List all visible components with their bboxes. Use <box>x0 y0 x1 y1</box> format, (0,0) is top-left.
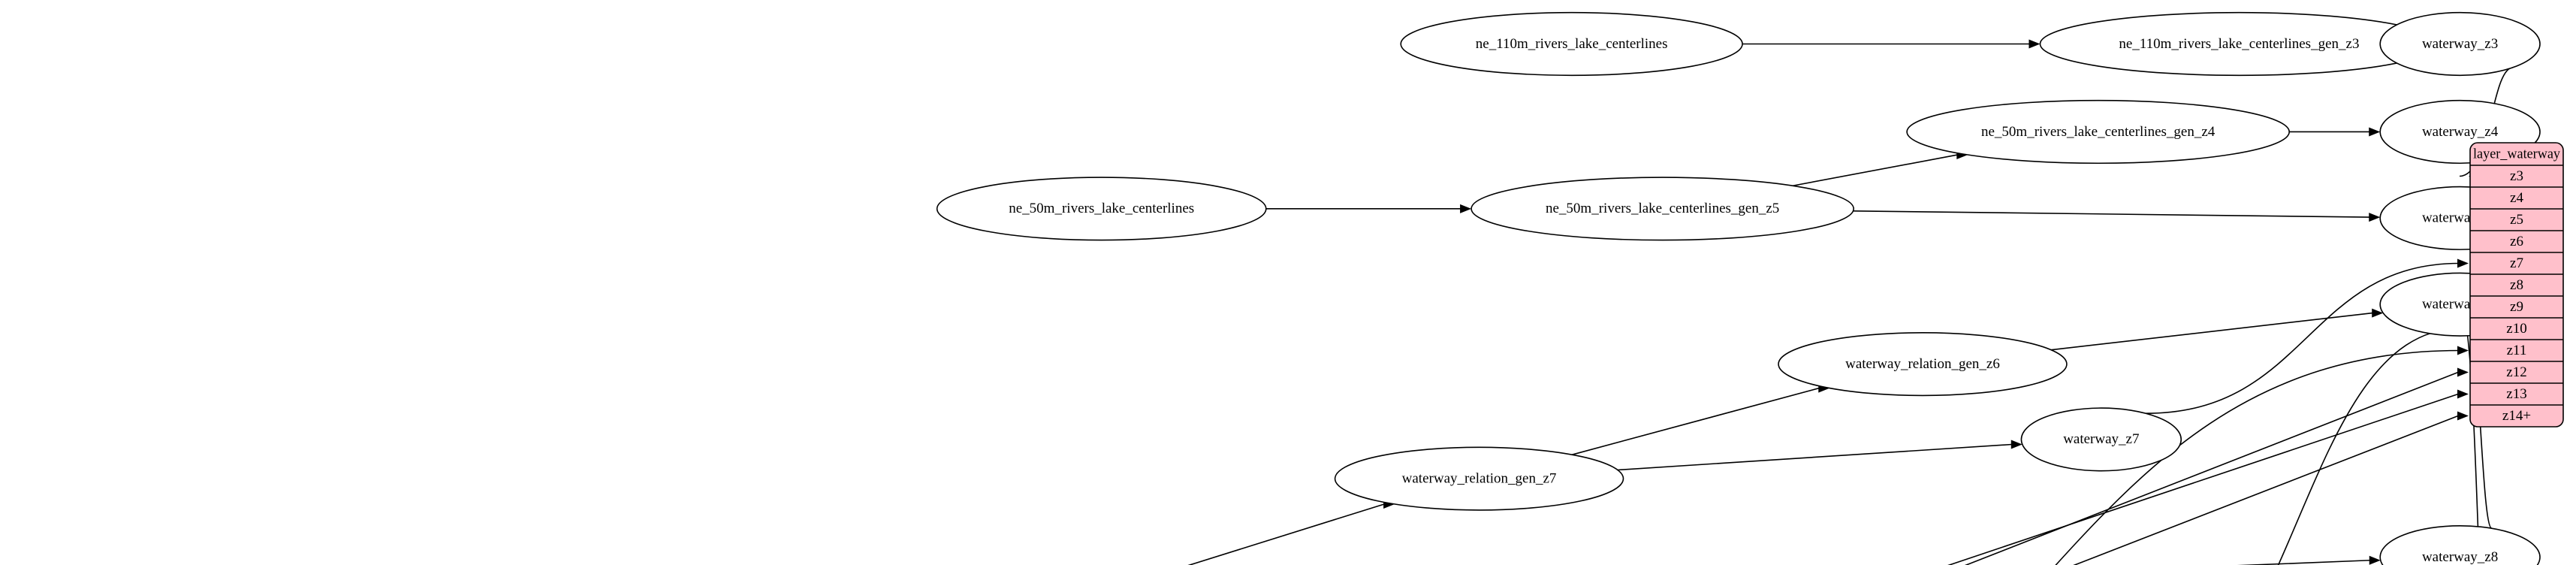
node-label: ne_50m_rivers_lake_centerlines_gen_z5 <box>1546 201 1779 216</box>
graph-edge <box>1964 371 2459 565</box>
graph-edge <box>1617 443 2012 471</box>
node-ellipse <box>1778 332 2068 397</box>
edge-arrowhead-icon <box>2369 127 2381 137</box>
node-ellipse <box>1906 99 2290 165</box>
record-row-z9[interactable]: z9 <box>2510 299 2523 315</box>
record-row-z4[interactable]: z4 <box>2510 190 2523 206</box>
record-row-z12[interactable]: z12 <box>2506 364 2526 380</box>
record-background <box>2469 142 2564 428</box>
node-label: waterway_relation_gen_z6 <box>1845 356 2000 372</box>
graph-edge <box>2073 415 2459 565</box>
nodes-layer: imposm3osm_waterway_relationosm_waterway… <box>936 11 2541 565</box>
record-title: layer_waterway <box>2473 146 2560 162</box>
edge-arrowhead-icon <box>2457 346 2469 355</box>
graph-edge <box>1792 154 1958 187</box>
node-label: waterway_relation_gen_z7 <box>1402 470 1557 486</box>
node-label: ne_110m_rivers_lake_centerlines_gen_z3 <box>2119 36 2359 52</box>
record-node-layer-waterway[interactable]: layer_waterway z3 z4 z5 z6 z7 z8 z9 z10 z11 z12 z13… <box>2469 142 2564 428</box>
graph-node-ne_110m_rivers_lake_centerlines[interactable]: ne_110m_rivers_lake_centerlines <box>1400 11 1743 77</box>
graph-edge <box>2146 262 2460 414</box>
graph-node-ne_50m_rivers_lake_centerlines_gen_z4[interactable]: ne_50m_rivers_lake_centerlines_gen_z4 <box>1906 99 2290 165</box>
graph-edge <box>1947 393 2459 565</box>
node-ellipse <box>936 177 1267 241</box>
edge-arrowhead-icon <box>2010 440 2022 449</box>
graph-edge <box>2237 559 2370 565</box>
node-ellipse <box>2379 524 2541 565</box>
record-row-z7[interactable]: z7 <box>2510 255 2523 271</box>
node-label: ne_110m_rivers_lake_centerlines <box>1476 36 1668 52</box>
node-ellipse <box>1334 446 1624 511</box>
graph-edge <box>2050 312 2373 351</box>
edge-arrowhead-icon <box>2457 389 2469 399</box>
graph-edge <box>2055 349 2460 565</box>
edge-arrowhead-icon <box>2029 39 2041 49</box>
record-row-z5[interactable]: z5 <box>2510 212 2523 228</box>
node-ellipse <box>1470 177 1854 241</box>
node-label: waterway_z3 <box>2422 36 2498 52</box>
graph-node-waterway_z8[interactable]: waterway_z8 <box>2379 524 2541 565</box>
node-ellipse <box>2379 11 2541 77</box>
record-row-z10[interactable]: z10 <box>2506 321 2526 337</box>
record-row-z11[interactable]: z11 <box>2507 343 2527 358</box>
record-row-z3[interactable]: z3 <box>2510 168 2523 184</box>
graph-edge <box>1187 503 1385 565</box>
edge-arrowhead-icon <box>2369 555 2381 565</box>
edge-arrowhead-icon <box>2457 258 2469 268</box>
graph-node-waterway_relation_gen_z6[interactable]: waterway_relation_gen_z6 <box>1778 332 2068 397</box>
record-row-z8[interactable]: z8 <box>2510 277 2523 293</box>
graph-node-ne_50m_rivers_lake_centerlines_gen_z5[interactable]: ne_50m_rivers_lake_centerlines_gen_z5 <box>1470 177 1854 241</box>
graph-node-waterway_z7[interactable]: waterway_z7 <box>2020 407 2182 472</box>
graph-node-ne_110m_rivers_lake_centerlines_gen_z3[interactable]: ne_110m_rivers_lake_centerlines_gen_z3 <box>2039 11 2439 77</box>
graph-node-waterway_relation_gen_z7[interactable]: waterway_relation_gen_z7 <box>1334 446 1624 511</box>
edge-arrowhead-icon <box>1460 204 1472 213</box>
node-label: waterway_z8 <box>2422 549 2498 565</box>
node-ellipse <box>1400 11 1743 77</box>
edge-arrowhead-icon <box>2369 213 2381 222</box>
node-label: waterway_z7 <box>2063 431 2139 447</box>
node-label: waterway_z4 <box>2422 124 2499 140</box>
graph-edge <box>1572 387 1820 455</box>
graph-node-waterway_z3[interactable]: waterway_z3 <box>2379 11 2541 77</box>
record-row-z14+[interactable]: z14+ <box>2502 408 2531 424</box>
record-row-z6[interactable]: z6 <box>2510 234 2523 249</box>
edge-arrowhead-icon <box>2457 411 2469 421</box>
graph-edge <box>2277 328 2460 565</box>
edge-arrowhead-icon <box>2457 367 2469 377</box>
node-label: ne_50m_rivers_lake_centerlines_gen_z4 <box>1981 124 2216 140</box>
graph-node-ne_50m_rivers_lake_centerlines[interactable]: ne_50m_rivers_lake_centerlines <box>936 177 1267 241</box>
node-label: ne_50m_rivers_lake_centerlines <box>1009 201 1194 216</box>
graph-edge <box>1853 210 2370 218</box>
node-ellipse <box>2020 407 2182 472</box>
record-row-z13[interactable]: z13 <box>2506 386 2526 402</box>
edge-arrowhead-icon <box>2372 308 2384 318</box>
record-node-layer: layer_waterway z3 z4 z5 z6 z7 z8 z9 z10 z11 z12 z13… <box>2469 142 2564 428</box>
